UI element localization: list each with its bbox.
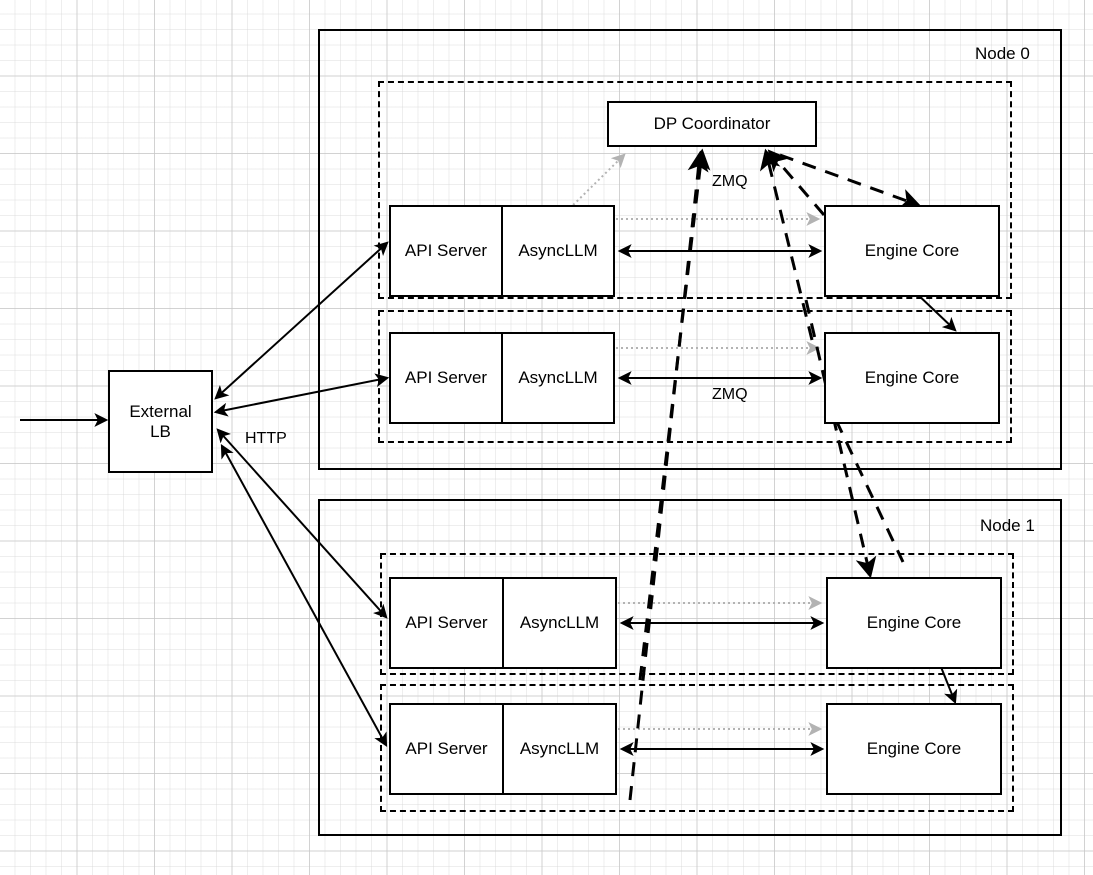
async-llm-box[interactable]: AsyncLLM bbox=[501, 207, 613, 295]
api-server-label: API Server bbox=[405, 739, 488, 758]
node-0-frame bbox=[318, 29, 1062, 470]
node-0-engine-core-1[interactable]: Engine Core bbox=[824, 332, 1000, 424]
node-1-label: Node 1 bbox=[980, 516, 1035, 535]
dp-coordinator-label: DP Coordinator bbox=[653, 114, 771, 133]
api-server-box[interactable]: API Server bbox=[391, 579, 502, 667]
http-label: HTTP bbox=[245, 430, 287, 447]
node-0-label: Node 0 bbox=[975, 44, 1030, 63]
engine-core-label: Engine Core bbox=[864, 368, 960, 387]
node-0-api-async-0[interactable]: API Server AsyncLLM bbox=[389, 205, 615, 297]
async-llm-box[interactable]: AsyncLLM bbox=[502, 579, 615, 667]
node-1-engine-core-0[interactable]: Engine Core bbox=[826, 577, 1002, 669]
node-1-group-0 bbox=[380, 553, 1014, 675]
external-lb-label-line2: LB bbox=[150, 421, 171, 441]
async-llm-label: AsyncLLM bbox=[519, 613, 600, 632]
zmq-label-node0-dp1: ZMQ bbox=[712, 386, 748, 403]
node-1-group-1 bbox=[380, 684, 1014, 812]
dp-coordinator-box[interactable]: DP Coordinator bbox=[607, 101, 817, 147]
engine-core-label: Engine Core bbox=[866, 739, 962, 758]
node-0-engine-core-0[interactable]: Engine Core bbox=[824, 205, 1000, 297]
async-llm-box[interactable]: AsyncLLM bbox=[501, 334, 613, 422]
async-llm-box[interactable]: AsyncLLM bbox=[502, 705, 615, 793]
engine-core-label: Engine Core bbox=[864, 241, 960, 260]
api-server-label: API Server bbox=[404, 241, 488, 260]
node-1-engine-core-1[interactable]: Engine Core bbox=[826, 703, 1002, 795]
node-0-group-0 bbox=[378, 81, 1012, 299]
zmq-label-node0-coordinator: ZMQ bbox=[712, 173, 748, 190]
async-llm-label: AsyncLLM bbox=[518, 241, 598, 260]
node-1-api-async-0[interactable]: API Server AsyncLLM bbox=[389, 577, 617, 669]
node-1-api-async-1[interactable]: API Server AsyncLLM bbox=[389, 703, 617, 795]
engine-core-label: Engine Core bbox=[866, 613, 962, 632]
api-server-label: API Server bbox=[405, 613, 488, 632]
async-llm-label: AsyncLLM bbox=[519, 739, 600, 758]
api-server-label: API Server bbox=[404, 368, 488, 387]
api-server-box[interactable]: API Server bbox=[391, 334, 501, 422]
async-llm-label: AsyncLLM bbox=[518, 368, 598, 387]
node-1-frame bbox=[318, 499, 1062, 836]
node-0-group-1 bbox=[378, 310, 1012, 443]
api-server-box[interactable]: API Server bbox=[391, 207, 501, 295]
node-0-api-async-1[interactable]: API Server AsyncLLM bbox=[389, 332, 615, 424]
external-lb-box[interactable]: External LB bbox=[108, 370, 213, 473]
external-lb-label-line1: External bbox=[129, 401, 192, 421]
api-server-box[interactable]: API Server bbox=[391, 705, 502, 793]
